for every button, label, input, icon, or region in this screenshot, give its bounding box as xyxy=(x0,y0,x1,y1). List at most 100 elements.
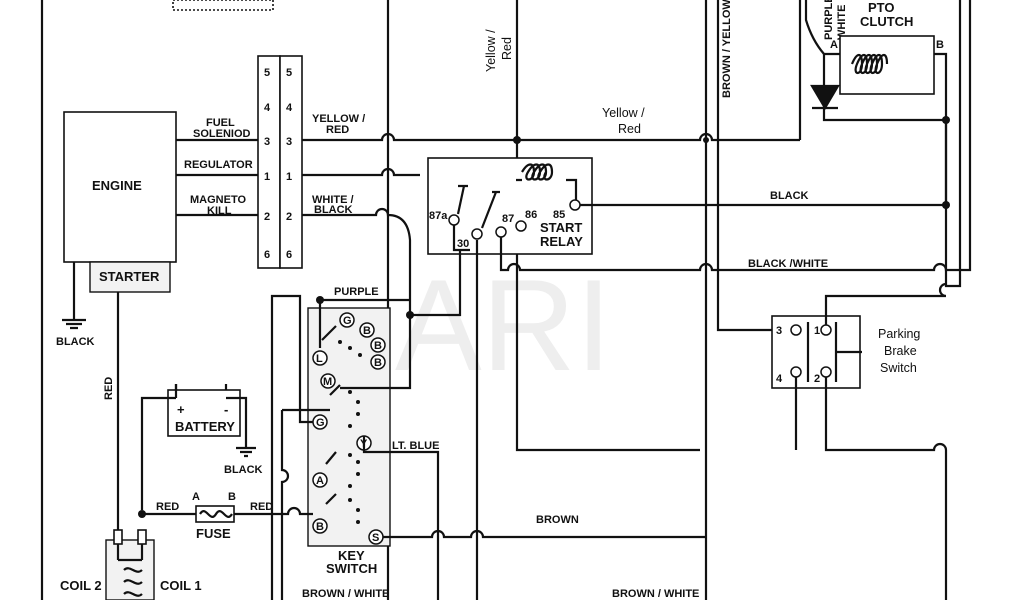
battery-posts xyxy=(174,384,228,390)
pto-coil-icon xyxy=(850,53,889,75)
key-switch-terminals: G L B B B M G Y A B S xyxy=(312,312,386,545)
key-switch-title-1: KEY xyxy=(338,548,365,563)
yellow-red-vertical-wire xyxy=(515,0,700,452)
svg-text:2: 2 xyxy=(264,211,270,223)
engine-ground-icon xyxy=(62,318,86,330)
svg-text:4: 4 xyxy=(264,102,271,114)
magneto-label-1: MAGNETO xyxy=(190,194,246,206)
pto-pin-b: B xyxy=(936,39,944,51)
top-component-stub xyxy=(172,0,274,11)
pb-top-wire xyxy=(824,282,947,325)
yellow-red-vert-label-1: Yellow / xyxy=(484,29,498,72)
white-black-label-2: BLACK xyxy=(314,204,353,216)
fuel-label-2: SOLENIOD xyxy=(193,128,251,140)
svg-text:5: 5 xyxy=(286,67,292,79)
purple-label: PURPLE xyxy=(334,286,379,298)
pto-title-1: PTO xyxy=(868,0,895,15)
coil-terminal-left xyxy=(113,529,123,545)
relay-pin-86 xyxy=(515,220,527,232)
fuse-pin-b: B xyxy=(228,491,236,503)
fuel-label-1: FUEL xyxy=(206,117,235,129)
svg-text:B: B xyxy=(374,340,382,352)
pb-title-2: Brake xyxy=(884,344,917,358)
coil-box xyxy=(105,539,155,600)
pb-label-4: 4 xyxy=(776,373,783,385)
white-black-label-1: WHITE / xyxy=(312,194,354,206)
red-label-b: RED xyxy=(250,501,273,513)
pb-label-1: 1 xyxy=(814,325,820,337)
red-label-a: RED xyxy=(156,501,179,513)
start-relay-box xyxy=(427,157,593,255)
svg-text:5: 5 xyxy=(264,67,270,79)
svg-text:1: 1 xyxy=(286,171,292,183)
relay-label-87: 87 xyxy=(502,213,514,225)
brown-label: BROWN xyxy=(536,514,579,526)
battery-ground-label: BLACK xyxy=(224,464,263,476)
pto-clutch-box xyxy=(839,35,935,95)
coil1-label: COIL 1 xyxy=(160,578,202,593)
purple-white-label-2: WHITE xyxy=(836,5,848,40)
engine-ground-label: BLACK xyxy=(56,336,95,348)
brown-yellow-wire xyxy=(716,0,780,332)
relay-switch-87 xyxy=(480,190,500,229)
svg-text:4: 4 xyxy=(286,102,293,114)
svg-text:6: 6 xyxy=(286,249,292,261)
pb-label-3: 3 xyxy=(776,325,782,337)
pb-title-3: Switch xyxy=(880,361,917,375)
watermark: ARI xyxy=(395,252,612,398)
pb-pin-3 xyxy=(790,324,802,336)
relay-label-86: 86 xyxy=(525,209,537,221)
white-black-wire xyxy=(302,207,412,315)
battery-positive-wire xyxy=(140,384,178,510)
brown-white-label-right: BROWN / WHITE xyxy=(612,588,699,600)
pb-bottom-wires xyxy=(794,377,948,600)
battery-ground-icon xyxy=(236,446,256,458)
junction-pto xyxy=(942,116,950,124)
regulator-label: REGULATOR xyxy=(184,159,253,171)
red-fuse-wires xyxy=(142,506,313,516)
junction-black xyxy=(942,201,950,209)
relay-label-85: 85 xyxy=(553,209,565,221)
svg-text:B: B xyxy=(316,521,324,533)
key-switch-contacts xyxy=(321,325,341,505)
brown-white-label-left: BROWN / WHITE xyxy=(302,588,389,600)
svg-text:G: G xyxy=(316,417,325,429)
svg-text:B: B xyxy=(374,357,382,369)
pb-pin-1 xyxy=(820,324,832,336)
relay-87a-link xyxy=(410,250,462,317)
relay-pin-87a xyxy=(448,214,460,226)
key-switch-dots xyxy=(338,340,362,524)
brown-wire xyxy=(383,529,706,539)
relay-title-2: RELAY xyxy=(540,234,583,249)
svg-text:S: S xyxy=(372,532,379,544)
junction-red xyxy=(138,510,146,518)
key-switch-title-2: SWITCH xyxy=(326,561,377,576)
connector-left xyxy=(257,55,281,269)
relay-coil-leads xyxy=(516,178,578,200)
battery-negative-wire xyxy=(226,396,248,448)
fuse-icon xyxy=(199,510,233,518)
svg-text:L: L xyxy=(316,353,323,365)
relay-label-30: 30 xyxy=(457,238,469,250)
battery-lead-wire xyxy=(280,408,330,600)
yellow-red-wire xyxy=(302,132,800,142)
engine-title: ENGINE xyxy=(92,178,142,193)
black-wire-label: BLACK xyxy=(770,190,809,202)
pb-title-1: Parking xyxy=(878,327,920,341)
yellow-red-vert-label-2: Red xyxy=(500,37,514,60)
svg-text:1: 1 xyxy=(264,171,270,183)
lt-blue-wire xyxy=(362,436,440,600)
starter-box xyxy=(89,261,171,293)
svg-text:A: A xyxy=(316,475,324,487)
relay-87a-wire xyxy=(452,225,470,252)
red-vertical-label: RED xyxy=(103,377,115,400)
coil2-label: COIL 2 xyxy=(60,578,102,593)
svg-text:3: 3 xyxy=(264,136,270,148)
g-terminal-wire xyxy=(270,294,313,600)
starter-label: STARTER xyxy=(99,269,160,284)
connector-right xyxy=(279,55,303,269)
black-white-label: BLACK /WHITE xyxy=(748,258,828,270)
svg-text:3: 3 xyxy=(286,136,292,148)
